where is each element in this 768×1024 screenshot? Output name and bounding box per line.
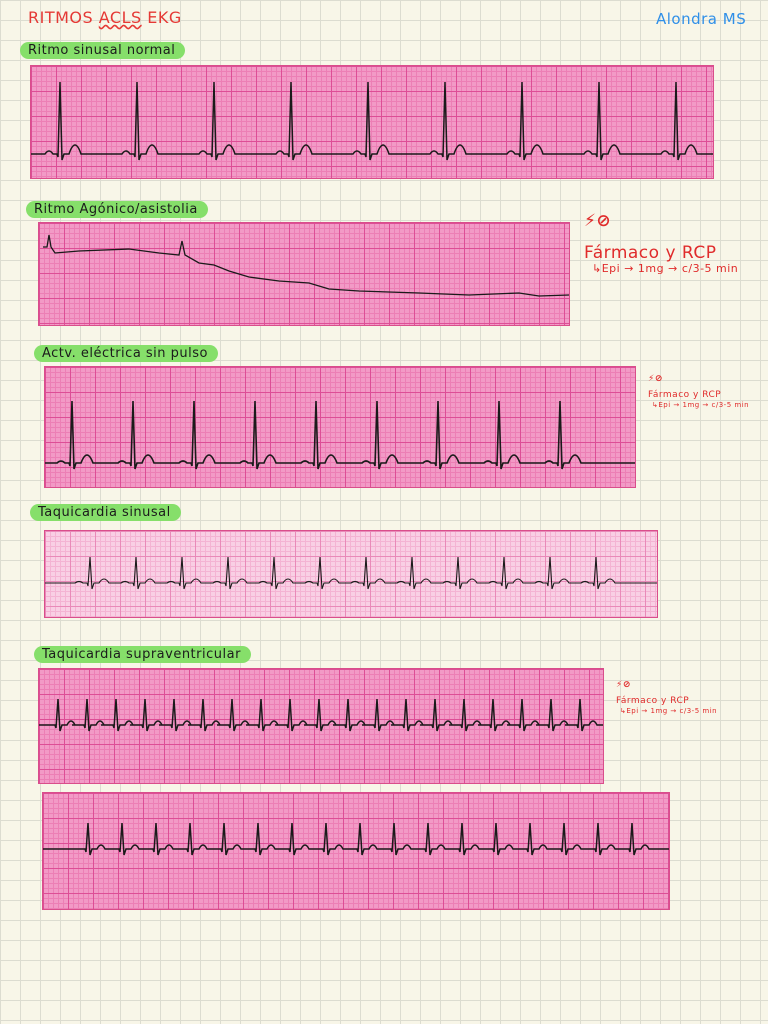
ecg-trace-line	[45, 556, 657, 590]
treatment-note-line2: ↳Epi → 1mg → c/3-5 min	[592, 262, 739, 276]
treatment-note-1: ⚡⊘ Fármaco y RCP ↳Epi → 1mg → c/3-5 min	[584, 211, 739, 276]
ecg-trace-asystole	[43, 234, 569, 297]
author-name: Alondra MS	[656, 10, 747, 28]
ecg-trace-line	[39, 698, 603, 732]
ecg-strip-nsr	[30, 65, 714, 179]
treatment-note-line1: Fármaco y RCP	[648, 390, 722, 401]
shock-no-icon: ⚡⊘	[648, 374, 663, 384]
ecg-trace-sinus-tach	[45, 556, 657, 590]
section-label-asystole: Ritmo Agónico/asistolia	[26, 201, 208, 218]
page-title: RITMOS ACLS EKG	[28, 8, 182, 27]
ecg-trace-line	[45, 400, 635, 470]
section-label-nsr: Ritmo sinusal normal	[20, 42, 186, 59]
shock-no-icon: ⚡⊘	[616, 680, 631, 690]
section-label-pea: Actv. eléctrica sin pulso	[34, 345, 218, 362]
ecg-strip-sinus-tach	[44, 530, 658, 618]
ecg-strip-svt-2	[42, 792, 670, 910]
title-word-acls: ACLS	[98, 8, 142, 27]
shock-no-icon: ⚡⊘	[584, 211, 612, 231]
ecg-strip-svt	[38, 668, 604, 784]
ecg-trace-nsr	[31, 81, 713, 161]
ecg-trace-pea	[45, 400, 635, 470]
ecg-strip-asystole	[38, 222, 570, 326]
section-label-svt: Taquicardia supraventricular	[34, 646, 251, 663]
ecg-strip-pea	[44, 366, 636, 488]
treatment-note-line1: Fármaco y RCP	[616, 696, 690, 707]
treatment-note-line2: ↳Epi → 1mg → c/3-5 min	[620, 706, 718, 715]
ecg-trace-line	[43, 234, 569, 297]
treatment-note-2: ⚡⊘ Fármaco y RCP ↳Epi → 1mg → c/3-5 min	[648, 374, 749, 409]
ecg-trace-line	[43, 822, 669, 856]
ecg-trace-svt	[39, 698, 603, 732]
treatment-note-3: ⚡⊘ Fármaco y RCP ↳Epi → 1mg → c/3-5 min	[616, 680, 717, 715]
section-label-sinus-tach: Taquicardia sinusal	[30, 504, 181, 521]
treatment-note-line1: Fármaco y RCP	[584, 242, 717, 263]
ecg-trace-line	[31, 81, 713, 161]
ecg-trace-svt-2	[43, 822, 669, 856]
treatment-note-line2: ↳Epi → 1mg → c/3-5 min	[652, 400, 750, 409]
title-word-ekg: EKG	[147, 8, 182, 27]
title-word-ritmos: RITMOS	[28, 8, 94, 27]
